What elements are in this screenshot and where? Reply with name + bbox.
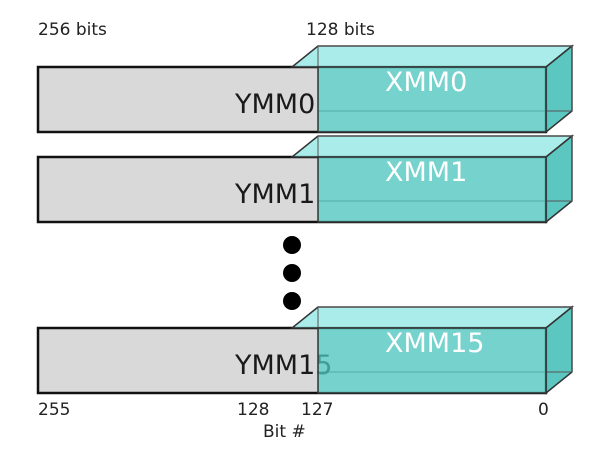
ellipsis <box>283 236 301 310</box>
label-128-bits: 128 bits <box>306 20 375 40</box>
ymm15-label: YMM15 <box>234 350 332 381</box>
xmm0-top-face <box>289 45 575 68</box>
bit-0-label: 0 <box>538 400 549 420</box>
ymm0-label: YMM0 <box>234 89 315 120</box>
xmm0-label: XMM0 <box>385 67 467 98</box>
xmm15-top-face <box>289 306 575 329</box>
bit-axis: 255 128 127 0 Bit # <box>38 400 549 442</box>
register-row-1: YMM1 XMM1 <box>36 134 575 224</box>
ellipsis-dot-3 <box>283 292 301 310</box>
label-256-bits: 256 bits <box>38 20 107 40</box>
bit-128-label: 128 <box>237 400 269 420</box>
bit-127-label: 127 <box>301 400 333 420</box>
ellipsis-dot-2 <box>283 264 301 282</box>
ellipsis-dot-1 <box>283 236 301 254</box>
xmm1-top-face <box>289 135 575 158</box>
xmm1-label: XMM1 <box>385 157 467 188</box>
bit-axis-caption: Bit # <box>263 422 306 442</box>
xmm0-front-face <box>317 66 547 133</box>
xmm1-front-face <box>317 156 547 223</box>
xmm15-label: XMM15 <box>385 328 484 359</box>
register-row-0: YMM0 XMM0 <box>36 44 575 134</box>
bit-255-label: 255 <box>38 400 70 420</box>
register-row-15: YMM15 XMM15 <box>36 305 575 395</box>
ymm1-label: YMM1 <box>234 179 315 210</box>
xmm15-front-face <box>317 327 547 394</box>
